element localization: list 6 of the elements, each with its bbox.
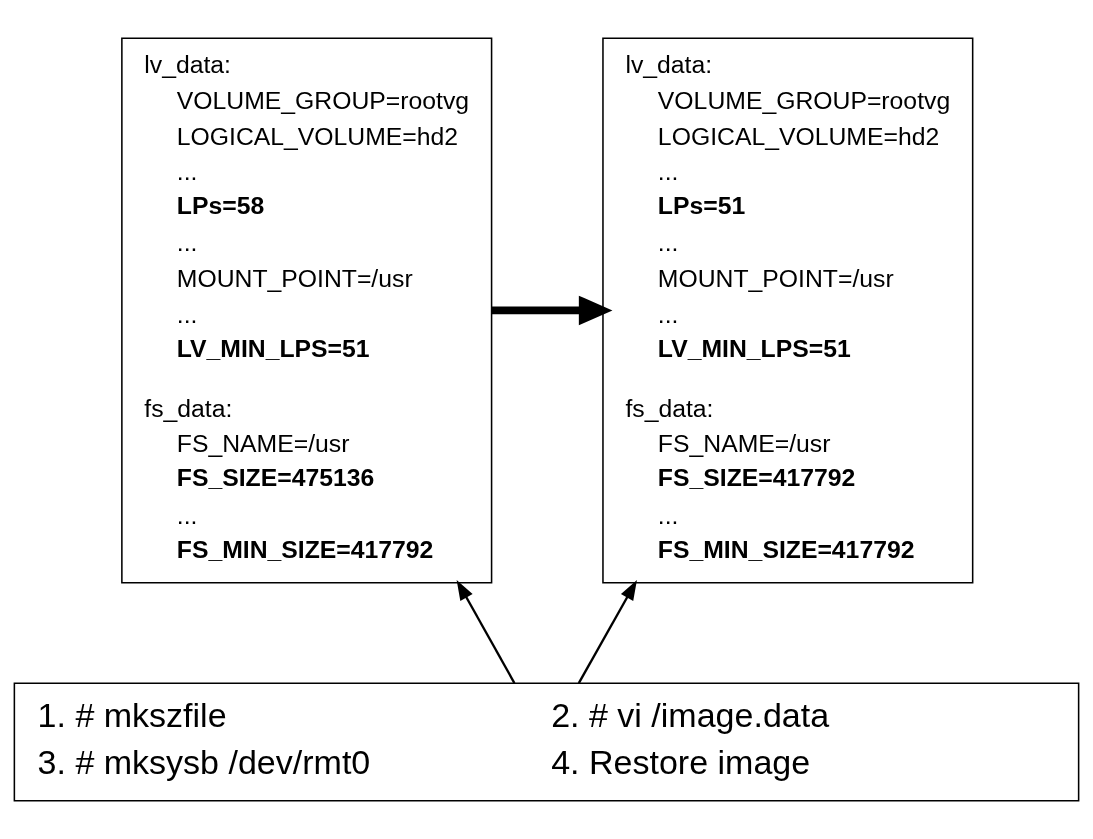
arrow [491,295,613,326]
node-box: lv_data: VOLUME_GROUP=rootvg LOGICAL_VOLUME=hd2 ... LPs=51 ... MOUNT_POINT=/usr ... LV_MIN_LPS=51 fs_data: FS_NAME=/usr FS_SIZE=417792 ... FS_MIN_SIZE=417792 [602,37,974,584]
arrow [577,579,637,684]
node-box: 1. # mkszfile 2. # vi /image.data 3. # mksysb /dev/rmt0 4. Restore image [13,682,1080,802]
arrow [456,579,516,684]
node-box: lv_data: VOLUME_GROUP=rootvg LOGICAL_VOLUME=hd2 ... LPs=58 ... MOUNT_POINT=/usr ... LV_MIN_LPS=51 fs_data: FS_NAME=/usr FS_SIZE=475136 ... FS_MIN_SIZE=417792 [121,37,493,584]
